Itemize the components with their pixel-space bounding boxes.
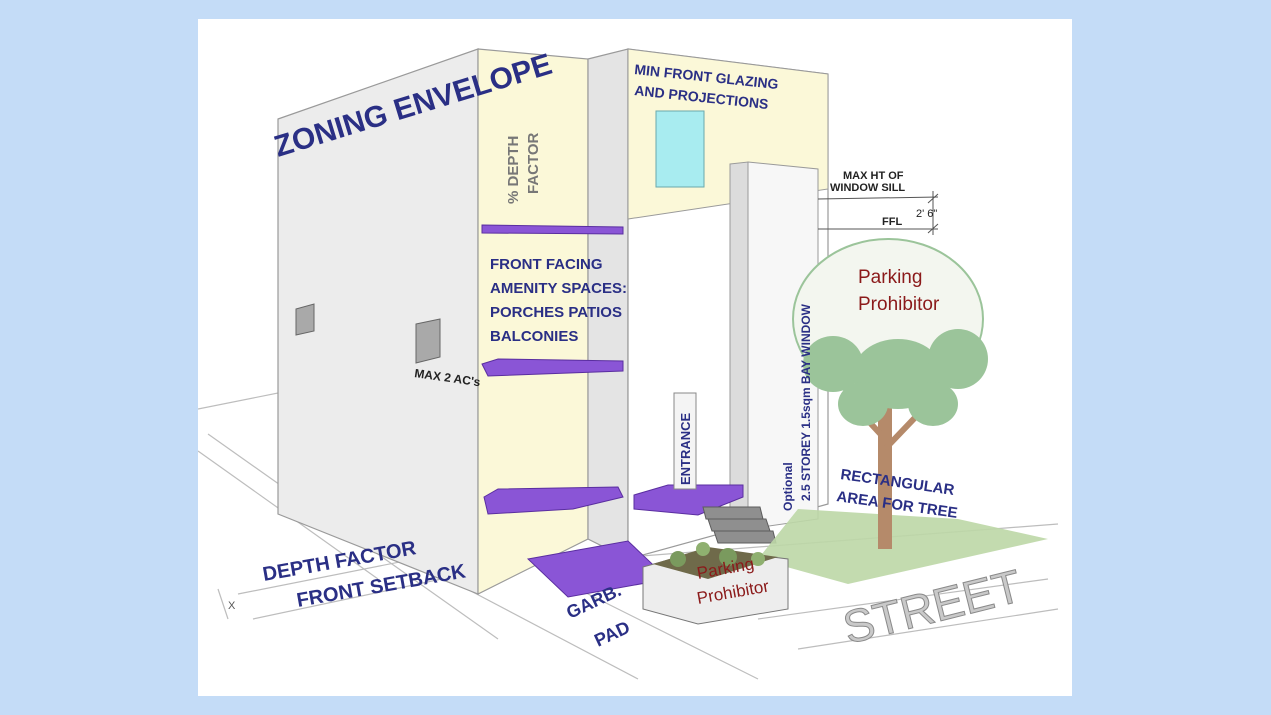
sill-dimension-lines xyxy=(817,191,939,235)
planter-box xyxy=(642,542,789,625)
label-amenity-2: AMENITY SPACES: xyxy=(490,280,627,297)
label-ffl: FFL xyxy=(882,216,902,228)
tree-icon xyxy=(792,238,988,549)
label-amenity-1: FRONT FACING xyxy=(490,256,603,273)
entrance-door xyxy=(673,392,697,490)
label-amenity-4: BALCONIES xyxy=(490,328,578,345)
ac-unit-2 xyxy=(415,318,441,364)
bay-window-side xyxy=(729,161,749,530)
tree-area-lawn xyxy=(758,509,1048,584)
zoning-diagram: ZONING ENVELOPE % DEPTH FACTOR MIN FRONT… xyxy=(198,48,1059,680)
label-parking-prohibitor-tree-1: Parking xyxy=(858,267,922,288)
label-depth-factor-pct-1: % DEPTH xyxy=(505,136,522,204)
label-entrance: ENTRANCE xyxy=(678,412,693,485)
label-x-dim: X xyxy=(228,600,236,612)
label-max-ht-sill-1: MAX HT OF xyxy=(843,170,904,182)
front-window xyxy=(655,110,705,188)
ac-unit-1 xyxy=(295,303,315,336)
label-bay-window-1: Optional xyxy=(781,462,795,511)
entrance-steps xyxy=(702,506,777,544)
diagram-canvas: ZONING ENVELOPE % DEPTH FACTOR MIN FRONT… xyxy=(198,19,1072,696)
label-depth-factor-pct-2: FACTOR xyxy=(525,132,542,194)
label-garbage-pad-2: PAD xyxy=(591,617,633,651)
label-sill-dimension: 2' 6" xyxy=(916,208,937,220)
label-amenity-3: PORCHES PATIOS xyxy=(490,304,622,321)
label-max-ht-sill-2: WINDOW SILL xyxy=(830,182,905,194)
label-bay-window-2: 2.5 STOREY 1.5sqm BAY WINDOW xyxy=(799,303,813,501)
label-parking-prohibitor-tree-2: Prohibitor xyxy=(858,294,940,315)
